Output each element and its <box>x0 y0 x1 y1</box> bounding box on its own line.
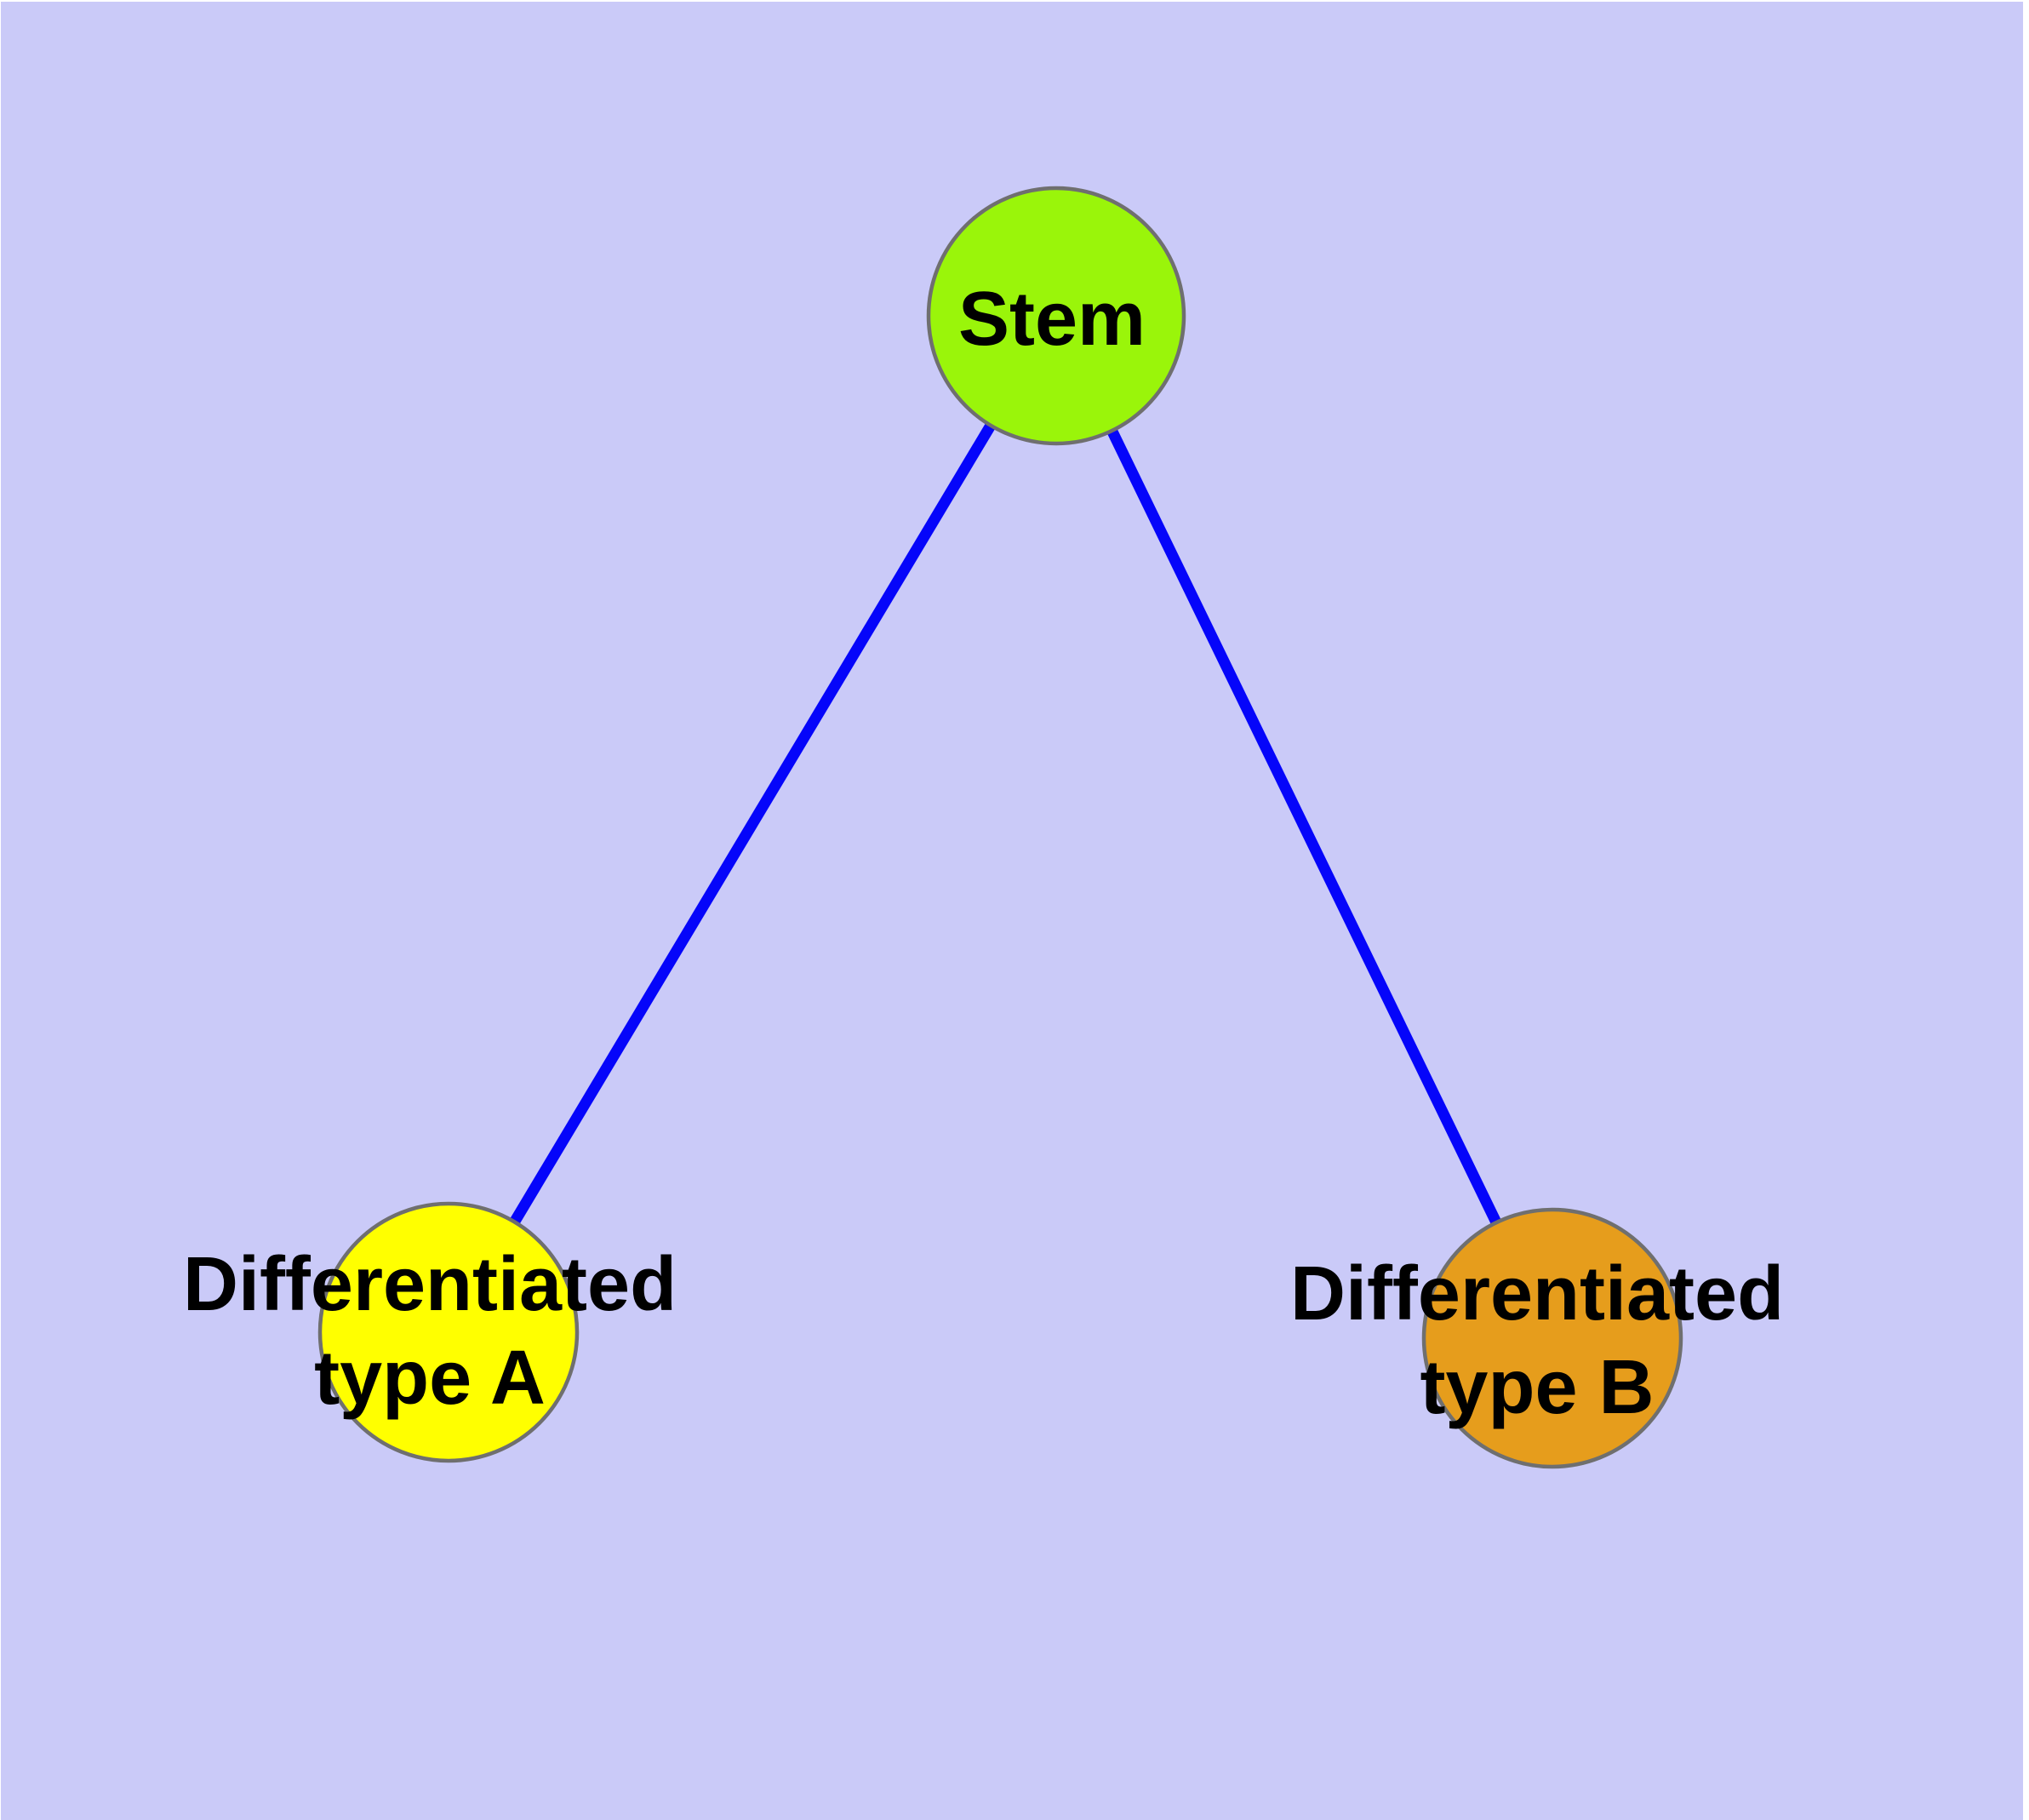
node-type-b-label-line2: type B <box>1420 1345 1655 1430</box>
node-type-a-label-line2: type A <box>314 1336 546 1421</box>
node-type-a-label-line1: Differentiated <box>182 1242 677 1327</box>
node-stem-label: Stem <box>958 272 1146 366</box>
edge-stem-to-type-a <box>443 312 1061 1336</box>
node-type-b-circle <box>1421 1207 1683 1469</box>
node-type-b-label: Differentiated type B <box>1290 1247 1784 1434</box>
node-type-b-label-line1: Differentiated <box>1289 1251 1785 1336</box>
node-type-a-label: Differentiated type A <box>183 1238 677 1425</box>
node-stem-circle <box>926 186 1186 446</box>
node-stem-label-text: Stem <box>957 277 1146 362</box>
node-type-a-circle <box>317 1201 580 1463</box>
edge-stem-to-type-b <box>1051 313 1557 1341</box>
